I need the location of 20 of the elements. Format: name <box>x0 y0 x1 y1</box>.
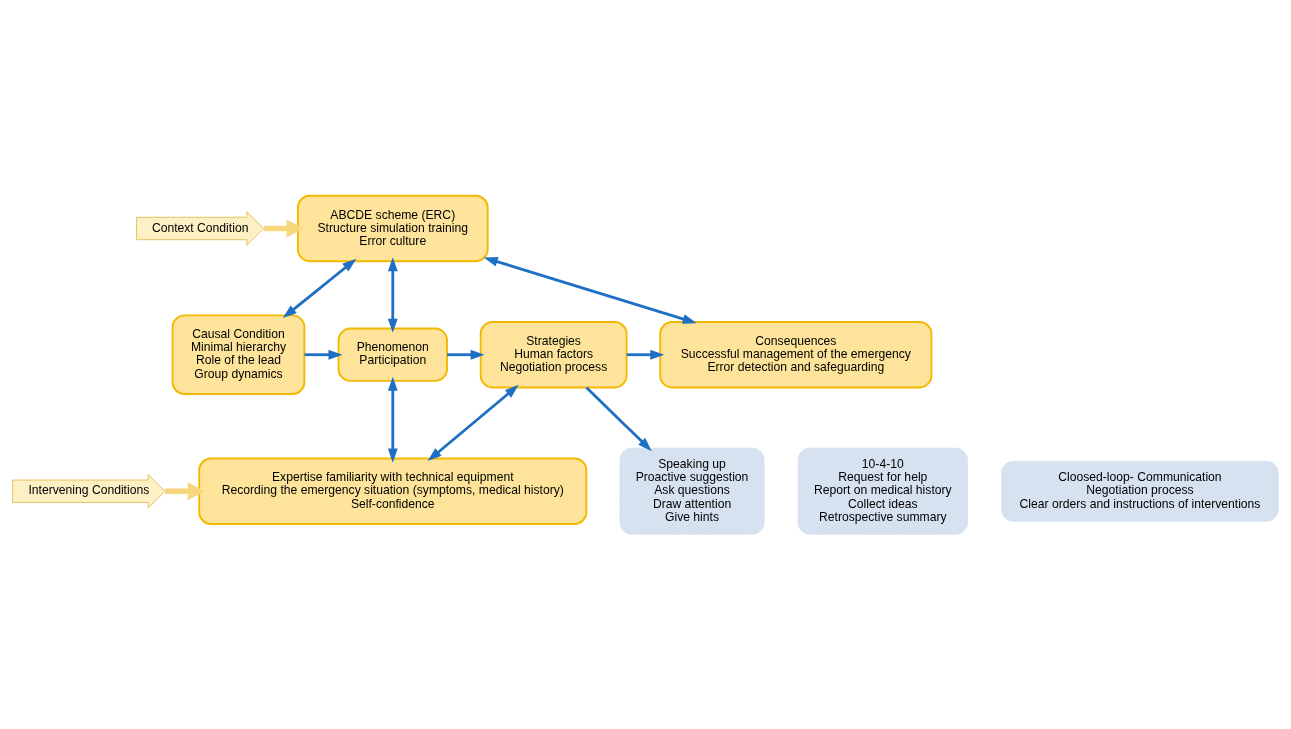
arrow <box>483 256 697 324</box>
arrow <box>626 349 665 360</box>
arrow <box>165 481 205 500</box>
node-box: 10-4-10 Request for help Report on medical history Collect ideas Retrospective summary <box>797 447 968 535</box>
arrow <box>585 386 652 451</box>
node-box: Causal Condition Minimal hierarchy Role of the lead Group dynamics <box>171 314 306 395</box>
node-box: Cloosed-loop- Communication Negotiation process Clear orders and instructions of interventions <box>1001 460 1279 522</box>
arrow <box>264 218 304 237</box>
node-box: Speaking up Proactive suggestion Ask questions Draw attention Give hints <box>619 447 765 535</box>
arrow <box>387 376 398 463</box>
node-box: ABCDE scheme (ERC) Structure simulation training Error culture <box>296 194 489 262</box>
node-box: Phenomenon Participation <box>337 327 448 382</box>
arrow <box>387 256 398 333</box>
node-box: Expertise familiarity with technical equipment Recording the emergency situation (symptoms, medical history) Self-confidence <box>198 457 588 525</box>
arrow <box>282 258 357 318</box>
arrow <box>447 349 485 360</box>
node-box: Strategies Human factors Negotiation process <box>479 320 628 388</box>
arrow <box>427 384 519 461</box>
arrow <box>304 349 343 360</box>
node-box: Consequences Successful management of the emergency Error detection and safeguarding <box>659 320 933 388</box>
